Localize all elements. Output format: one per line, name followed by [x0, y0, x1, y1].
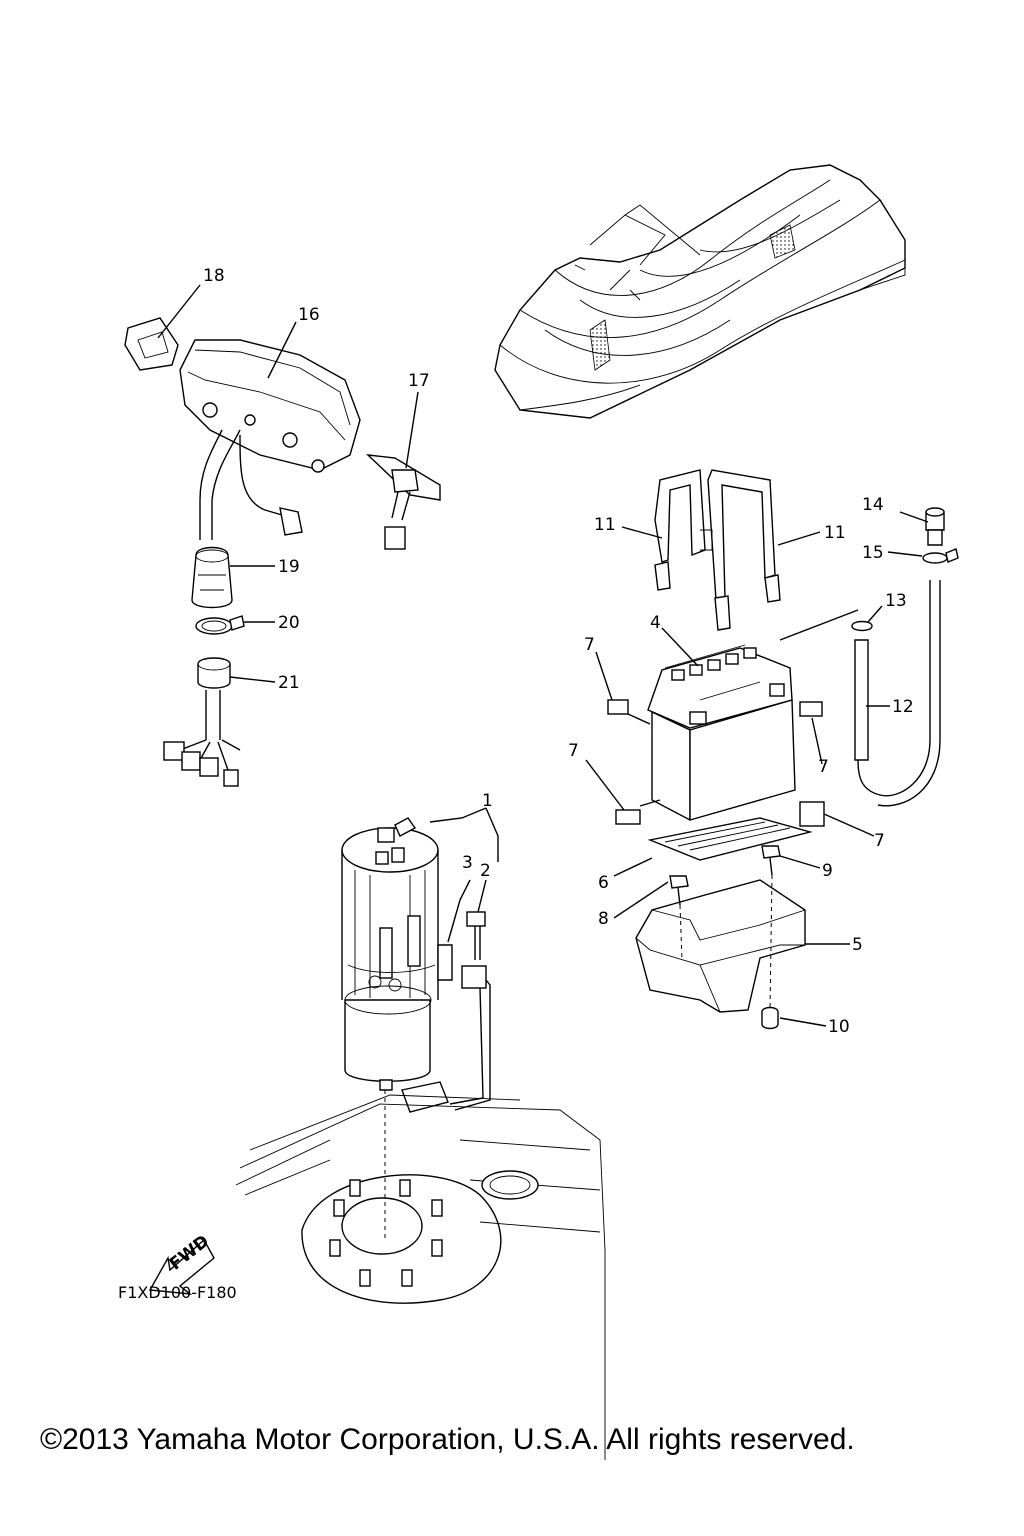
callout-7-lower-right: 7	[874, 831, 885, 851]
callout-4: 4	[650, 613, 661, 633]
callout-19: 19	[278, 557, 300, 577]
fuel-tank-illustration	[235, 1090, 606, 1460]
callout-17: 17	[408, 371, 430, 391]
callout-16: 16	[298, 305, 320, 325]
callout-8: 8	[598, 909, 609, 929]
callout-18: 18	[203, 266, 225, 286]
callout-labels: 18 16 17 19 20 21 11 11 14 15 13 4 7 12 …	[203, 266, 914, 1037]
callout-15: 15	[862, 543, 884, 563]
meter-assembly-illustration	[124, 317, 361, 787]
callout-12: 12	[892, 697, 914, 717]
callout-10: 10	[828, 1017, 850, 1037]
callout-14: 14	[862, 495, 884, 515]
battery-box-illustration	[635, 879, 806, 1013]
callout-1: 1	[482, 791, 493, 811]
callout-11-right: 11	[824, 523, 846, 543]
callout-7-upper-left: 7	[584, 635, 595, 655]
bolts-collar-illustration	[669, 845, 781, 1030]
callout-7-right: 7	[818, 757, 829, 777]
callout-11-left: 11	[594, 515, 616, 535]
battery-illustration	[647, 644, 796, 822]
battery-straps-illustration	[654, 469, 781, 631]
callout-21: 21	[278, 673, 300, 693]
callout-3: 3	[462, 853, 473, 873]
callout-5: 5	[852, 935, 863, 955]
callout-6: 6	[598, 873, 609, 893]
diagram-code: F1XD100-F180	[118, 1283, 237, 1302]
callout-2: 2	[480, 861, 491, 881]
callout-20: 20	[278, 613, 300, 633]
copyright-notice: ©2013 Yamaha Motor Corporation, U.S.A. A…	[40, 1423, 855, 1456]
callout-9: 9	[822, 861, 833, 881]
leader-lines	[157, 284, 929, 1027]
switch-17-illustration	[366, 454, 441, 550]
callout-13: 13	[885, 591, 907, 611]
fuel-pump-illustration	[341, 817, 491, 1113]
watercraft-illustration	[494, 164, 906, 419]
callout-7-lower-left: 7	[568, 741, 579, 761]
battery-pads-illustration	[607, 699, 825, 827]
vent-hose-illustration	[851, 507, 959, 807]
battery-mat-illustration	[647, 817, 813, 861]
